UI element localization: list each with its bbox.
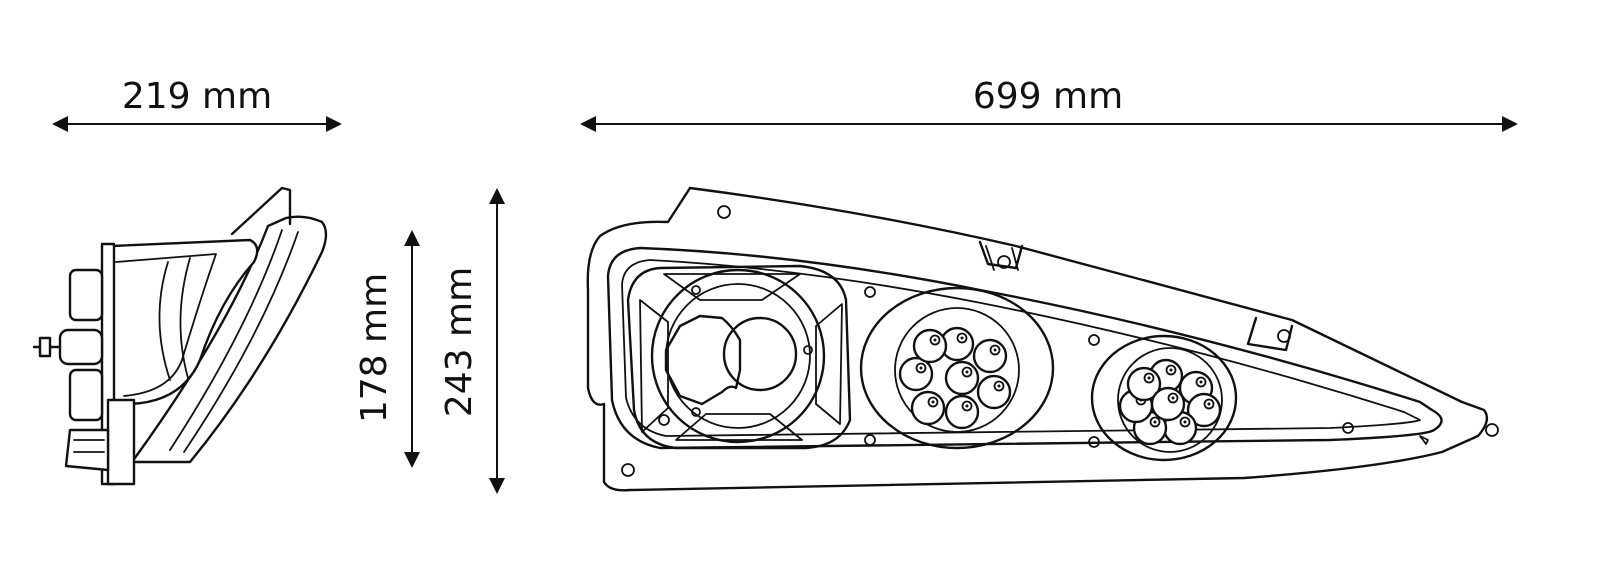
side-rear-bulb-bottom [68,368,104,422]
front-screw-holes [621,205,1499,477]
outer-height-arrow-bottom [489,478,505,494]
front-right-module [1090,334,1238,462]
depth-dimension: 219 mm [52,76,342,132]
width-arrow-right [1502,116,1518,132]
outer-height-dimension-label: 243 mm [439,267,480,417]
front-top-tab [978,240,1024,270]
depth-arrow-left [52,116,68,132]
front-middle-housing [859,286,1055,450]
outer-height-dimension: 243 mm [439,188,505,494]
inner-height-dimension-label: 178 mm [354,273,395,423]
inner-height-dimension: 178 mm [354,230,420,468]
side-rear-connector [58,328,104,366]
front-middle-module [859,286,1055,450]
side-lower-bracket [106,398,136,486]
width-dimension: 699 mm [580,76,1518,132]
lamp-side-view [32,186,328,486]
side-lens [130,215,328,464]
width-arrow-left [580,116,596,132]
side-rear-bulb-top [68,268,104,322]
outer-height-arrow-top [489,188,505,204]
inner-height-arrow-top [404,230,420,246]
front-left-bulb-b [722,316,798,392]
front-left-module [626,264,852,450]
side-housing [110,238,259,406]
side-bottom-foot [64,428,110,472]
depth-arrow-right [326,116,342,132]
front-right-housing [1090,334,1238,462]
inner-height-arrow-bottom [404,452,420,468]
front-left-reflector [650,268,826,444]
front-left-bulb-a [664,314,742,406]
depth-dimension-label: 219 mm [122,76,272,117]
width-dimension-label: 699 mm [973,76,1123,117]
lamp-front-view [586,186,1499,492]
side-upper-fin [230,186,292,236]
